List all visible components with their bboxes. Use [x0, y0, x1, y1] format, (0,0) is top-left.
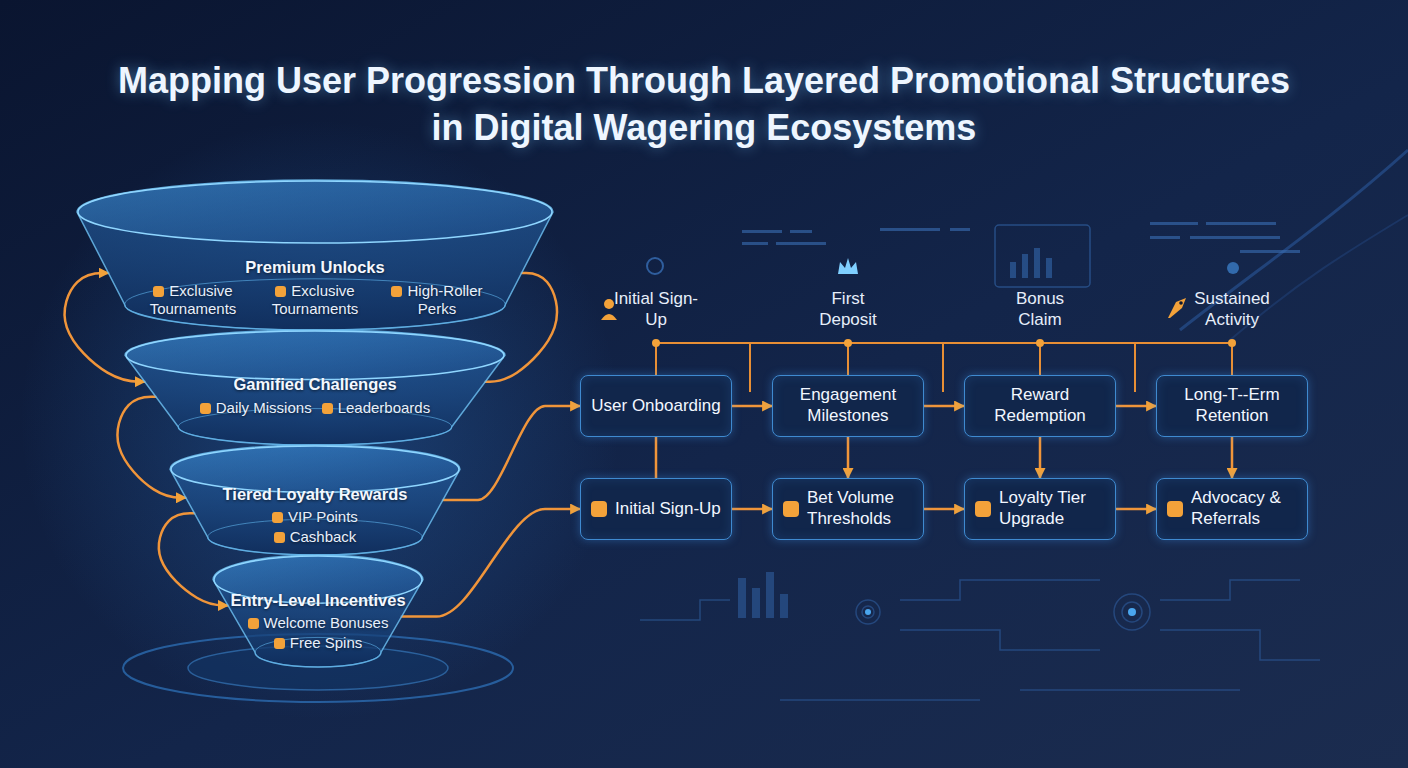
tier-items: VIP PointsCashback	[272, 508, 358, 546]
box-label: Initial Sign-Up	[615, 499, 721, 520]
flow-arrow	[1039, 437, 1042, 478]
process-box: Loyalty Tier Upgrade	[964, 478, 1116, 540]
tier-heading: Entry-Level Incentives	[230, 591, 405, 611]
box-label: User Onboarding	[591, 396, 720, 417]
stage-label: First Deposit	[801, 288, 896, 331]
tier-items: Welcome BonusesFree Spins	[248, 614, 389, 652]
flow-arrow	[1116, 405, 1156, 408]
flow-arrow	[732, 508, 772, 511]
tier-item: Daily Missions	[200, 399, 312, 417]
box-label: Engagement Milestones	[783, 385, 913, 426]
band-content: Premium UnlocksExclusive TournamentsExcl…	[77, 180, 553, 330]
band-content: Entry-Level IncentivesWelcome BonusesFre…	[213, 555, 423, 667]
funnel-tier: Premium UnlocksExclusive TournamentsExcl…	[77, 180, 553, 330]
tier-heading: Tiered Loyalty Rewards	[223, 485, 408, 505]
band-body	[170, 445, 460, 555]
tier-items: Daily Missions Leaderboards	[200, 399, 430, 417]
band-body	[125, 330, 505, 445]
flow-arrow	[924, 405, 964, 408]
funnel-tier: Gamified ChallengesDaily Missions Leaderb…	[125, 330, 505, 445]
box-label: Loyalty Tier Upgrade	[999, 488, 1105, 529]
process-box: Long-T--Erm Retention	[1156, 375, 1308, 437]
box-label: Reward Redemption	[975, 385, 1105, 426]
process-box: Reward Redemption	[964, 375, 1116, 437]
funnel-tier: Entry-Level IncentivesWelcome BonusesFre…	[213, 555, 423, 667]
flow-arrow	[732, 405, 772, 408]
tier-item: Leaderboards	[322, 399, 431, 417]
process-box: Engagement Milestones	[772, 375, 924, 437]
band-content: Tiered Loyalty RewardsVIP PointsCashback	[170, 445, 460, 555]
box-label: Long-T--Erm Retention	[1167, 385, 1297, 426]
process-box: User Onboarding	[580, 375, 732, 437]
tier-heading: Premium Unlocks	[245, 258, 384, 278]
tier-item: Cashback	[274, 528, 357, 546]
stage-label: Bonus Claim	[993, 288, 1088, 331]
tier-items: Exclusive Tournaments Exclusive Tournamen…	[137, 282, 493, 318]
tier-item: Exclusive Tournaments	[137, 282, 249, 318]
band-rim	[126, 331, 504, 380]
stage-label: Sustained Activity	[1185, 288, 1280, 331]
band-body	[77, 180, 553, 330]
funnel-tier: Tiered Loyalty RewardsVIP PointsCashback	[170, 445, 460, 555]
process-box: Advocacy & Referrals	[1156, 478, 1308, 540]
band-rim	[78, 181, 552, 243]
flow-arrow	[655, 437, 658, 478]
flow-arrow	[1116, 508, 1156, 511]
stage-label: Initial Sign-Up	[609, 288, 704, 331]
process-box: Initial Sign-Up	[580, 478, 732, 540]
tier-item: Welcome Bonuses	[248, 614, 389, 632]
flow-arrow	[924, 508, 964, 511]
diagram-title: Mapping User Progression Through Layered…	[104, 58, 1304, 152]
box-label: Advocacy & Referrals	[1191, 488, 1297, 529]
process-box: Bet Volume Thresholds	[772, 478, 924, 540]
tier-item: VIP Points	[272, 508, 358, 526]
tier-heading: Gamified Challenges	[233, 375, 396, 395]
band-content: Gamified ChallengesDaily Missions Leaderb…	[125, 330, 505, 445]
box-label: Bet Volume Thresholds	[807, 488, 913, 529]
tier-item: Exclusive Tournaments	[259, 282, 371, 318]
flow-arrow	[443, 406, 580, 500]
tier-item: Free Spins	[274, 634, 363, 652]
flow-arrow	[847, 437, 850, 478]
band-body	[213, 555, 423, 667]
flow-arrow	[1231, 437, 1234, 478]
tier-item: High-Roller Perks	[381, 282, 493, 318]
band-base	[125, 279, 506, 330]
